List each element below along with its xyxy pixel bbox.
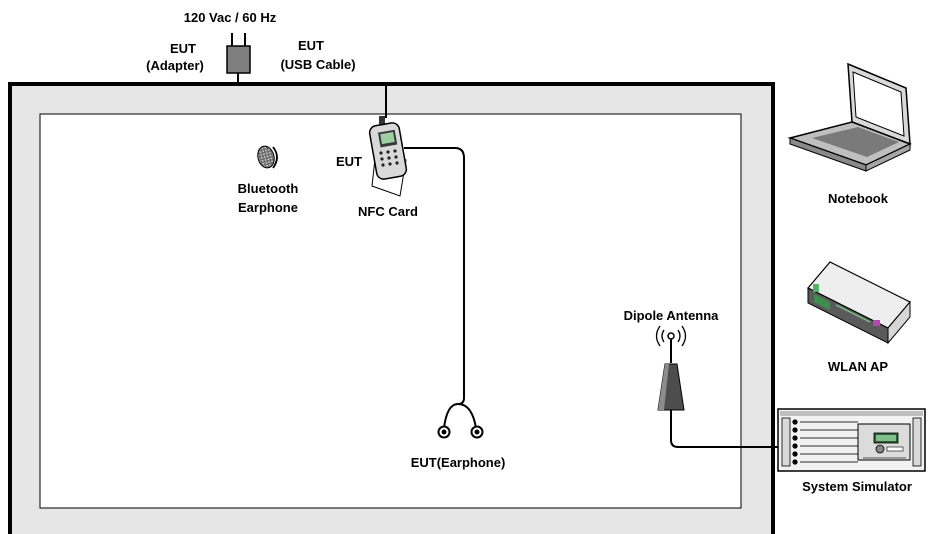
wlan-ap-label: WLAN AP <box>828 359 889 374</box>
notebook-icon <box>787 62 912 172</box>
usb-cable <box>237 73 387 118</box>
phone-icon <box>368 116 408 180</box>
bluetooth-earphone-icon <box>257 145 278 169</box>
adapter-icon <box>226 33 251 74</box>
bt-earphone-label-line1: Bluetooth <box>238 181 299 196</box>
wired-earphone-label: EUT(Earphone) <box>411 455 506 470</box>
adapter-label-line2: (Adapter) <box>146 58 204 73</box>
usb-cable-label-line1: EUT <box>298 38 324 53</box>
usb-cable-label-line2: (USB Cable) <box>280 57 355 72</box>
wlan-ap-icon <box>807 261 911 345</box>
notebook-label: Notebook <box>828 191 889 206</box>
dipole-antenna-icon <box>655 325 687 411</box>
bt-earphone-label-line2: Earphone <box>238 200 298 215</box>
power-label: 120 Vac / 60 Hz <box>184 10 277 25</box>
system-simulator-icon <box>777 408 926 472</box>
antenna-cable <box>670 410 790 448</box>
adapter-label-line1: EUT <box>170 41 196 56</box>
earphone-cable <box>404 147 477 429</box>
eut-phone-label: EUT <box>336 154 362 169</box>
dipole-label: Dipole Antenna <box>624 308 720 323</box>
nfc-card-label: NFC Card <box>358 204 418 219</box>
earphone-buds-icon <box>437 425 484 439</box>
system-simulator-label: System Simulator <box>802 479 912 494</box>
